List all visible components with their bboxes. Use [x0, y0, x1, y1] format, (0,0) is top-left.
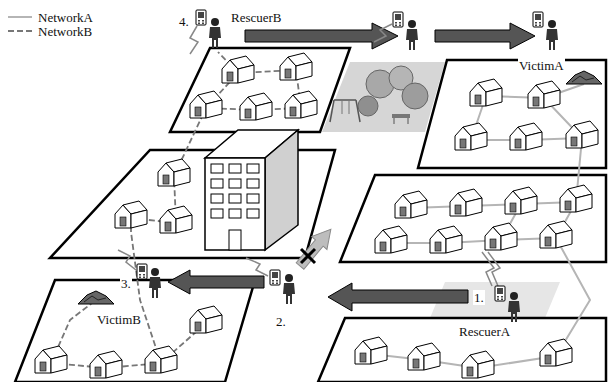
network-b-link: [131, 218, 161, 363]
person-label-holder: VictimB: [96, 312, 142, 327]
houses: [35, 53, 598, 378]
house: [355, 337, 387, 364]
house: [566, 121, 598, 148]
person-figure: [283, 274, 295, 304]
movement-arrow: [328, 283, 468, 311]
house: [222, 56, 254, 83]
house: [408, 343, 440, 370]
person-label: RescuerB: [230, 10, 283, 25]
callout-number-holder: 3.: [120, 276, 132, 291]
legend-item: NetworkB: [38, 24, 92, 39]
house: [505, 187, 537, 214]
movement-arrow: [435, 23, 535, 49]
house: [510, 123, 542, 150]
collapsed-house: [566, 71, 602, 84]
legend-item: NetworkA: [38, 10, 93, 25]
person-figure: [508, 292, 520, 322]
person-figure: [209, 18, 221, 48]
callout-number-holder: 2.: [275, 314, 287, 329]
phone-icon: [196, 10, 206, 25]
person-label-holder: RescuerA: [458, 324, 511, 339]
callout-number: 1.: [473, 290, 485, 305]
city-block: [318, 318, 606, 382]
house: [160, 206, 192, 233]
house: [158, 159, 190, 186]
house: [450, 189, 482, 216]
person-label: VictimA: [518, 58, 565, 73]
house: [285, 91, 317, 118]
house: [190, 91, 222, 118]
callout-number: 3.: [120, 276, 132, 291]
network-a-link: [411, 138, 582, 208]
person-label: VictimB: [96, 312, 142, 327]
legend-text: NetworkB: [38, 24, 92, 39]
house: [560, 185, 592, 212]
phone-icon: [533, 12, 543, 27]
person-label-holder: VictimA: [518, 58, 565, 73]
legend-line-sample: [8, 30, 32, 32]
city-block: [418, 60, 606, 168]
callout-number-holder: 4.: [178, 14, 190, 29]
house: [35, 346, 67, 373]
house: [470, 79, 502, 106]
house: [90, 351, 122, 378]
city-block: [170, 48, 350, 132]
phone-icon: [393, 12, 403, 27]
house: [528, 81, 560, 108]
house: [240, 93, 272, 120]
blocked-mark: [301, 249, 315, 263]
city-block: [340, 175, 606, 262]
phone-icon: [270, 270, 280, 285]
house: [455, 123, 487, 150]
callout-number: 4.: [178, 14, 190, 29]
house: [280, 53, 312, 80]
legend-text: NetworkA: [38, 10, 93, 25]
network-b-link: [51, 323, 206, 368]
house: [375, 226, 407, 253]
building: [205, 130, 298, 250]
movement-arrow: [245, 23, 398, 49]
house: [540, 339, 572, 366]
callout-number: 2.: [275, 314, 287, 329]
person-label-holder: RescuerB: [230, 10, 283, 25]
network-b-links: [51, 52, 301, 368]
wireless-signals: [118, 24, 500, 286]
phone-icon: [137, 264, 147, 279]
park: [330, 66, 428, 124]
person-figure: [546, 20, 558, 50]
house: [190, 306, 222, 333]
house: [485, 223, 517, 250]
house: [540, 221, 572, 248]
network-a-links: [371, 84, 590, 368]
blocked-route-arrow: [292, 223, 338, 273]
callout-number-holder: 1.: [473, 290, 485, 305]
person-figure: [406, 20, 418, 50]
house: [430, 226, 462, 253]
phone-icon: [495, 286, 505, 301]
person-figure: [149, 268, 161, 298]
house: [145, 346, 177, 373]
legend-line-sample: [8, 16, 32, 18]
movement-arrow: [168, 270, 264, 294]
people: [137, 10, 558, 322]
city-blocks: [15, 48, 606, 382]
city-block: [15, 280, 255, 382]
person-label: RescuerA: [458, 324, 511, 339]
house: [462, 351, 494, 378]
house: [395, 191, 427, 218]
movement-arrows: [168, 23, 535, 311]
collapsed-house: [78, 291, 114, 304]
house: [115, 201, 147, 228]
